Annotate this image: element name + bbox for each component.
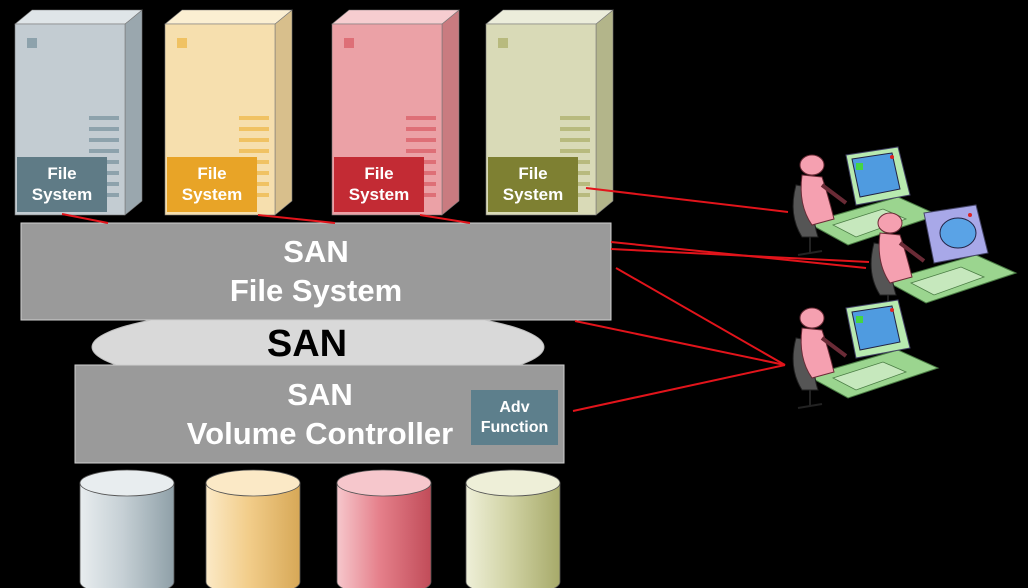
server-vent-slot (239, 116, 269, 120)
chair-base (797, 403, 823, 409)
server-top (164, 9, 293, 25)
server-4-file-system-label: File System (502, 164, 564, 204)
server-indicator-icon (498, 38, 508, 48)
server-indicator-icon (27, 38, 37, 48)
server-vent-slot (406, 127, 436, 131)
connection-line-6 (610, 248, 870, 263)
server-vent-slot (560, 127, 590, 131)
user-workstation-3 (792, 299, 940, 409)
storage-disk-1 (79, 469, 175, 588)
disk-top (79, 469, 175, 497)
keyboard-icon (909, 266, 986, 296)
user-workstation-2 (870, 204, 1018, 314)
screen-window-icon (856, 163, 863, 170)
connection-line-1 (61, 213, 109, 224)
disk-top (336, 469, 432, 497)
server-vent-slot (406, 149, 436, 153)
san-file-system-bar (20, 222, 612, 321)
server-side (595, 9, 614, 216)
server-label-bg (17, 157, 107, 212)
server-vent-slot (239, 149, 269, 153)
monitor-screen-icon (939, 217, 977, 249)
disk-body (336, 482, 432, 588)
server-tower-4 (485, 9, 614, 216)
server-vent-slot (89, 116, 119, 120)
server-label-bg (167, 157, 257, 212)
adv-function-box: Adv Function (480, 399, 549, 436)
connection-line-7 (615, 267, 786, 366)
san-fs-line-1: SAN (283, 234, 349, 269)
server-vent-slot (406, 138, 436, 142)
person-arm-icon (820, 183, 848, 205)
san-fs-line-2: File System (229, 272, 403, 308)
adv-function-box-bg (471, 390, 558, 445)
server-side (441, 9, 460, 216)
connection-line-9 (572, 364, 786, 412)
server-top (485, 9, 614, 25)
monitor-led-icon (968, 213, 972, 217)
chair-base (797, 250, 823, 256)
person-head-icon (877, 212, 903, 234)
server-label-bg (334, 157, 424, 212)
server-vent-slot (239, 127, 269, 131)
connection-line-3 (419, 214, 471, 224)
server-vent-slot (89, 138, 119, 142)
storage-disk-3 (336, 469, 432, 588)
svc-line-2: Volume Controller (186, 415, 454, 451)
disk-top (465, 469, 561, 497)
monitor-led-icon (890, 155, 894, 159)
san-file-system-title: SAN File System (22, 233, 610, 311)
server-side (274, 9, 293, 216)
person-arm-icon (820, 336, 848, 358)
connection-line-8 (574, 320, 786, 366)
server-indicator-icon (177, 38, 187, 48)
storage-disk-4 (465, 469, 561, 588)
server-top (14, 9, 143, 25)
server-tower-1 (14, 9, 143, 216)
server-1-file-system-label: File System (31, 164, 93, 204)
disk-top (205, 469, 301, 497)
monitor-led-icon (890, 308, 894, 312)
connection-line-4 (585, 187, 789, 213)
disk-body (79, 482, 175, 588)
person-head-icon (799, 307, 825, 329)
server-vent-slot (560, 138, 590, 142)
person-arm-icon (898, 241, 926, 263)
server-vent-slot (89, 127, 119, 131)
san-volume-controller-title: SAN Volume Controller (120, 376, 520, 454)
server-vent-slot (560, 116, 590, 120)
disk-body (205, 482, 301, 588)
server-label-bg (488, 157, 578, 212)
screen-window-icon (856, 316, 863, 323)
connection-line-2 (257, 214, 336, 224)
server-side (124, 9, 143, 216)
user-workstation-1 (792, 146, 940, 256)
monitor-screen-icon (851, 152, 901, 198)
storage-disk-2 (205, 469, 301, 588)
person-head-icon (799, 154, 825, 176)
server-vent-slot (406, 116, 436, 120)
server-2-file-system-label: File System (181, 164, 243, 204)
server-vent-slot (89, 149, 119, 153)
keyboard-icon (831, 361, 908, 391)
svc-line-1: SAN (287, 377, 353, 412)
server-top (331, 9, 460, 25)
server-3-file-system-label: File System (348, 164, 410, 204)
san-cloud-label: SAN (266, 323, 348, 365)
server-vent-slot (560, 149, 590, 153)
server-tower-2 (164, 9, 293, 216)
server-indicator-icon (344, 38, 354, 48)
monitor-screen-icon (851, 305, 901, 351)
server-tower-3 (331, 9, 460, 216)
disk-body (465, 482, 561, 588)
server-vent-slot (239, 138, 269, 142)
